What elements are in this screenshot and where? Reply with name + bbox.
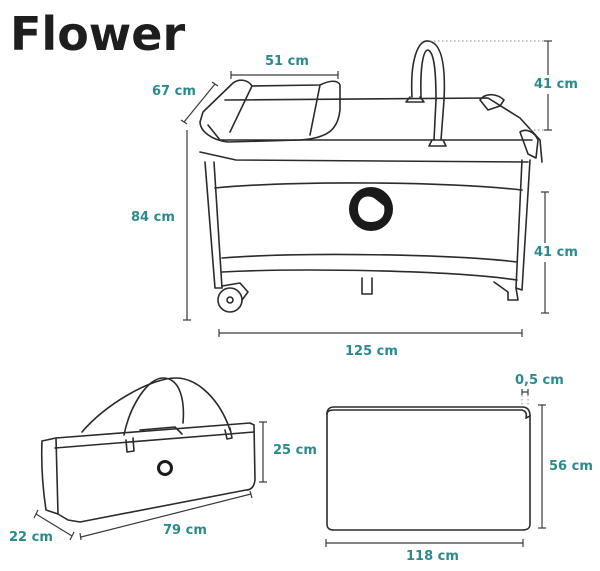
label-mattress-length: 118 cm [406, 549, 459, 564]
mattress-illustration [326, 406, 531, 531]
travel-cot-illustration [199, 40, 543, 313]
label-mattress-thickness: 0,5 cm [515, 373, 564, 388]
label-arch-height: 41 cm [534, 75, 578, 94]
bag-dimension-lines [33, 421, 267, 541]
label-bag-height: 25 cm [273, 443, 317, 458]
bag-logo-icon [157, 460, 173, 476]
label-changing-table-depth: 67 cm [152, 84, 196, 99]
label-bag-length: 79 cm [163, 523, 207, 538]
product-title: Flower [10, 7, 186, 61]
label-mattress-width: 56 cm [549, 459, 593, 474]
label-crib-side-height: 41 cm [534, 243, 578, 262]
label-changing-table-width: 51 cm [265, 54, 309, 69]
label-bag-depth: 22 cm [9, 530, 53, 545]
label-total-height: 84 cm [131, 210, 175, 225]
carry-bag-illustration [40, 377, 256, 523]
mattress-dimension-lines [325, 389, 546, 547]
label-total-length: 125 cm [345, 344, 398, 359]
